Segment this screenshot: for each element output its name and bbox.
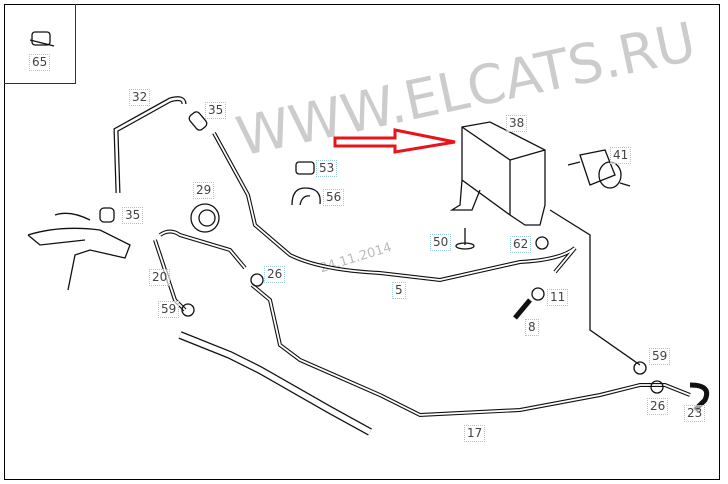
hose-32[interactable] bbox=[113, 96, 187, 194]
part-label-35-lower[interactable]: 35 bbox=[122, 207, 144, 224]
connector-35-lower[interactable] bbox=[99, 207, 115, 223]
clip-56[interactable] bbox=[291, 187, 321, 206]
canister-38[interactable] bbox=[449, 121, 546, 226]
diagram-frame bbox=[4, 4, 720, 480]
part-label-11[interactable]: 11 bbox=[547, 289, 569, 306]
clamp-62[interactable] bbox=[535, 236, 549, 250]
filter-29[interactable] bbox=[190, 203, 220, 233]
part-label-26[interactable]: 26 bbox=[264, 266, 286, 283]
line-17[interactable] bbox=[250, 283, 691, 418]
hose-23[interactable] bbox=[689, 382, 710, 412]
part-label-62[interactable]: 62 bbox=[510, 236, 532, 253]
clamp-26[interactable] bbox=[250, 273, 264, 287]
part-label-17[interactable]: 17 bbox=[464, 425, 486, 442]
part-label-29[interactable]: 29 bbox=[193, 182, 215, 199]
clip-53[interactable] bbox=[295, 161, 315, 175]
part-label-50[interactable]: 50 bbox=[430, 234, 452, 251]
part-label-23[interactable]: 23 bbox=[684, 405, 706, 422]
manifold-left[interactable] bbox=[27, 212, 131, 291]
part-label-59[interactable]: 59 bbox=[158, 301, 180, 318]
clamp-26-right[interactable] bbox=[650, 380, 664, 394]
clamp-59-right[interactable] bbox=[633, 361, 647, 375]
inset-box-part-65 bbox=[4, 4, 76, 84]
part-label-41[interactable]: 41 bbox=[610, 147, 632, 164]
part-label-20[interactable]: 20 bbox=[149, 269, 171, 286]
hose-8[interactable] bbox=[513, 298, 532, 320]
part-label-26-right[interactable]: 26 bbox=[647, 398, 669, 415]
part-label-53[interactable]: 53 bbox=[316, 160, 338, 177]
part-label-56[interactable]: 56 bbox=[323, 189, 345, 206]
part-label-35[interactable]: 35 bbox=[205, 102, 227, 119]
connector-35[interactable] bbox=[188, 110, 209, 132]
part-label-65[interactable]: 65 bbox=[29, 54, 51, 71]
clamp-11[interactable] bbox=[531, 287, 545, 301]
part-label-8[interactable]: 8 bbox=[525, 319, 539, 336]
part-65-clip[interactable] bbox=[29, 31, 55, 47]
part-label-5[interactable]: 5 bbox=[392, 282, 406, 299]
part-label-38[interactable]: 38 bbox=[506, 115, 528, 132]
bolt-50[interactable] bbox=[455, 228, 475, 250]
part-label-32[interactable]: 32 bbox=[129, 89, 151, 106]
red-arrow-icon bbox=[333, 128, 456, 154]
line-5[interactable] bbox=[212, 132, 577, 283]
filter-41[interactable] bbox=[567, 149, 631, 189]
leader-line bbox=[549, 209, 641, 366]
clamp-59[interactable] bbox=[181, 303, 195, 317]
part-label-59-right[interactable]: 59 bbox=[649, 348, 671, 365]
